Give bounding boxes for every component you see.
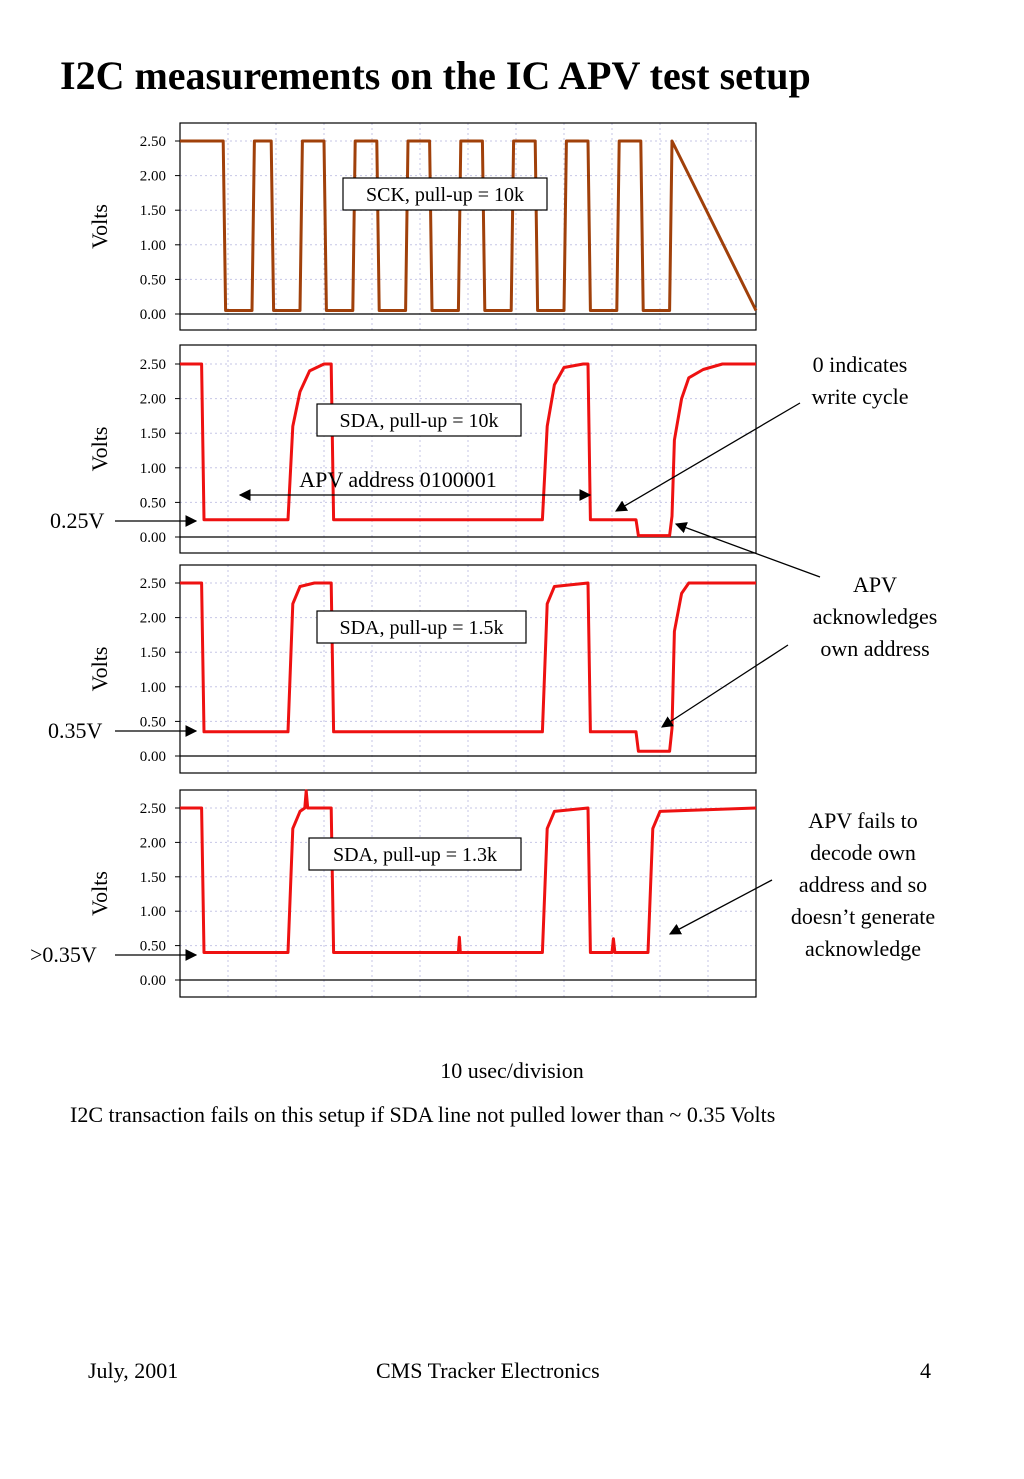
chart-panel-3: 2.50 2.00 1.50 1.00 0.50 0.00 Volts: [87, 564, 757, 774]
waveform-trace: [180, 581, 756, 753]
waveform-trace: [180, 139, 758, 312]
plot-frame: [179, 122, 757, 331]
note-write-cycle-arrow: [614, 402, 801, 512]
series-label: SDA, pull-up = 10k: [339, 410, 498, 432]
series-label-box: SDA, pull-up = 10k: [316, 403, 522, 437]
y-tick-label: 2.50: [140, 576, 166, 592]
waveform-trace: [180, 362, 756, 538]
note-fails-to-decode: APV fails to: [808, 808, 918, 833]
y-tick-label: 2.50: [140, 357, 166, 373]
chart-panel-4: 2.50 2.00 1.50 1.00 0.50 0.00 Volts: [87, 789, 757, 998]
y-tick-label: 1.50: [140, 645, 166, 661]
series-label: SCK, pull-up = 10k: [366, 184, 524, 206]
summary-text: I2C transaction fails on this setup if S…: [70, 1102, 776, 1127]
y-tick-label: 2.50: [140, 134, 166, 150]
y-tick-label: 2.00: [140, 169, 166, 185]
y-tick-label: 0.00: [140, 749, 166, 765]
y-axis-title: Volts: [87, 647, 112, 692]
plot-frame: [179, 564, 757, 774]
footer-title: CMS Tracker Electronics: [376, 1358, 600, 1383]
voltage-level-label: 0.25V: [50, 508, 105, 533]
i2c-waveform-figure: 2.502.001.501.000.500.00Volts2.502.001.5…: [30, 122, 938, 998]
y-tick-label: 1.50: [140, 426, 166, 442]
slide-title: I2C measurements on the IC APV test setu…: [60, 53, 811, 98]
y-tick-label: 2.00: [140, 392, 166, 408]
y-tick-label: 1.00: [140, 461, 166, 477]
footer-page-number: 4: [920, 1358, 931, 1383]
y-axis-title: Volts: [87, 871, 112, 916]
series-label-frame: [342, 177, 548, 211]
y-tick-label: 0.50: [140, 495, 166, 511]
note-acknowledge-arrow-top: [674, 522, 821, 578]
note-fails-to-decode: decode own: [810, 840, 916, 865]
note-acknowledge-arrow-bottom: [661, 644, 789, 728]
note-acknowledge: own address: [820, 636, 929, 661]
y-tick-label: 0.00: [140, 973, 166, 989]
chart-panel-2: 2.50 2.00 1.50 1.00 0.50 0.00 Volts: [87, 344, 757, 554]
plot-frame: [179, 344, 757, 554]
chart-panel-1: 2.50 2.00 1.50 1.00 0.50 0.00 Volts: [87, 122, 758, 331]
series-label: SDA, pull-up = 1.5k: [339, 617, 503, 639]
note-fails-to-decode: doesn’t generate: [791, 904, 935, 929]
y-tick-label: 1.00: [140, 904, 166, 920]
y-tick-label: 2.00: [140, 835, 166, 851]
x-axis-label: 10 usec/division: [440, 1058, 584, 1083]
note-fails-to-decode-arrow: [668, 879, 773, 935]
voltage-level-label: >0.35V: [30, 942, 97, 967]
series-label-box: SDA, pull-up = 1.3k: [308, 837, 522, 871]
y-tick-label: 1.50: [140, 870, 166, 886]
note-fails-to-decode: acknowledge: [805, 936, 921, 961]
series-label-box: SCK, pull-up = 10k: [342, 177, 548, 211]
y-axis-title: Volts: [87, 204, 112, 249]
series-label-box: SDA, pull-up = 1.5k: [316, 610, 527, 644]
y-axis-title: Volts: [87, 427, 112, 472]
note-acknowledge: acknowledges: [813, 604, 938, 629]
note-fails-to-decode: address and so: [799, 872, 927, 897]
waveform-trace: [180, 789, 757, 954]
series-label-frame: [316, 610, 527, 644]
y-tick-label: 0.50: [140, 939, 166, 955]
plot-frame: [179, 789, 757, 998]
y-tick-label: 2.00: [140, 611, 166, 627]
y-tick-label: 0.50: [140, 272, 166, 288]
y-tick-label: 0.00: [140, 307, 166, 323]
footer-date: July, 2001: [88, 1358, 179, 1383]
y-tick-label: 0.00: [140, 530, 166, 546]
address-range-label: APV address 0100001: [299, 467, 497, 492]
note-acknowledge: APV: [853, 572, 897, 597]
note-write-cycle: write cycle: [811, 384, 908, 409]
note-write-cycle: 0 indicates: [813, 352, 908, 377]
y-tick-label: 1.00: [140, 238, 166, 254]
y-tick-label: 2.50: [140, 801, 166, 817]
series-label-frame: [316, 403, 522, 437]
y-tick-label: 0.50: [140, 714, 166, 730]
voltage-level-label: 0.35V: [48, 718, 103, 743]
y-tick-label: 1.50: [140, 203, 166, 219]
y-tick-label: 1.00: [140, 680, 166, 696]
series-label-frame: [308, 837, 522, 871]
series-label: SDA, pull-up = 1.3k: [333, 844, 497, 866]
